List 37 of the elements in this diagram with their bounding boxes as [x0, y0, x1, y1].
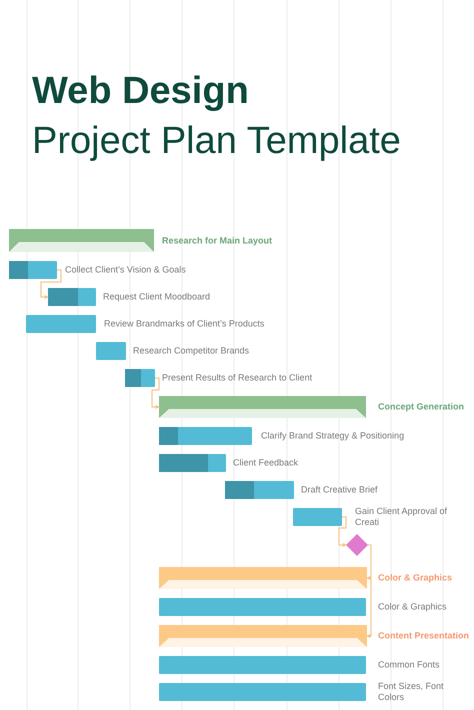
task-bar [225, 481, 294, 499]
task-bar [159, 598, 366, 616]
title: Web Design Project Plan Template [32, 69, 401, 164]
dependency-arrow [40, 270, 62, 299]
dependency-arrow [338, 516, 347, 547]
summary-bar [9, 229, 154, 252]
task-label: Clarify Brand Strategy & Positioning [261, 430, 404, 442]
task-bar [159, 454, 226, 472]
task-label: Collect Client’s Vision & Goals [65, 264, 186, 276]
milestone-diamond [346, 534, 368, 556]
phase-label: Content Presentation [378, 630, 470, 642]
summary-bar [159, 625, 367, 647]
task-bar [125, 369, 155, 387]
task-label: Font Sizes, Font Colors [378, 681, 445, 703]
task-bar [159, 683, 366, 701]
dependency-arrow [152, 378, 160, 409]
phase-label: Research for Main Layout [162, 235, 272, 246]
task-label: Common Fonts [378, 660, 440, 670]
task-label: Request Client Moodboard [103, 292, 210, 302]
task-bar [96, 342, 126, 360]
task-label: Color & Graphics [378, 602, 447, 612]
task-label: Review Brandmarks of Client’s Products [104, 318, 264, 330]
task-bar [26, 315, 96, 333]
phase-label: Color & Graphics [378, 572, 452, 584]
task-label: Research Competitor Brands [133, 346, 250, 356]
task-label: Client Feedback [233, 458, 298, 468]
task-bar [9, 261, 57, 279]
task-label: Draft Creative Brief [301, 484, 378, 496]
task-label: Present Results of Research to Client [162, 372, 312, 384]
task-bar [293, 508, 342, 526]
summary-bar [159, 567, 367, 589]
summary-bar [159, 396, 366, 418]
task-bar [48, 288, 96, 306]
task-bar [159, 427, 252, 445]
task-bar [159, 656, 366, 674]
phase-label: Concept Generation [378, 402, 464, 412]
task-label: Gain Client Approval of Creati [355, 506, 448, 528]
